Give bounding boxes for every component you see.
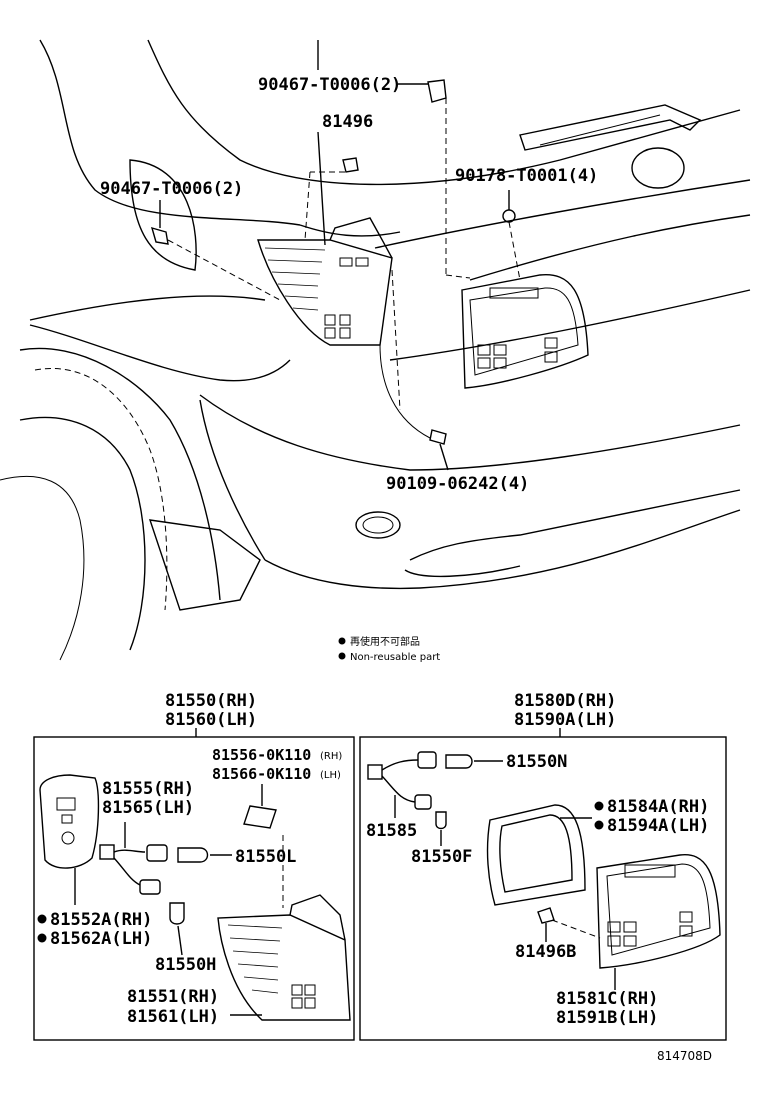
gasket-lh-callout-right: 81594A(LH): [607, 816, 709, 836]
lens-lh-callout: 81561(LH): [127, 1007, 219, 1027]
back-door-lamp-assembly-box: [359, 736, 727, 1041]
lens-rh-callout-right: 81581C(RH): [556, 989, 658, 1009]
legend-japanese: 再使用不可部品: [350, 635, 420, 648]
lens-lh-callout-right: 81591B(LH): [556, 1008, 658, 1028]
right-box-title-lh: 81590A(LH): [514, 710, 616, 730]
gasket-rh-callout: 81552A(RH): [50, 910, 152, 930]
socket-rh-callout: 81555(RH): [102, 779, 194, 799]
non-reusable-bullet-icon: [338, 637, 346, 645]
legend: 再使用不可部品 Non-reusable part: [338, 635, 440, 663]
left-box-title-lh: 81560(LH): [165, 710, 257, 730]
leader-lines: [159, 40, 521, 471]
back-door-lamp-parts: [367, 751, 721, 990]
retainer-callout: 81496: [322, 112, 373, 132]
lens-rh-callout: 81551(RH): [127, 987, 219, 1007]
left-box-title-rh: 81550(RH): [165, 691, 257, 711]
label-rh-callout: 81556-0K110: [212, 746, 311, 764]
socket-callout: 81585: [366, 821, 417, 841]
non-reusable-bullet-icon: [338, 652, 346, 660]
gasket-rh-callout-right: 81584A(RH): [607, 797, 709, 817]
quarter-lamp-assembly-box: [33, 736, 355, 1041]
label-lh-callout: 81566-0K110: [212, 765, 311, 783]
fastener-icons: [150, 79, 516, 445]
bulb-l-callout: 81550L: [235, 847, 296, 867]
vehicle-body-illustration: [0, 39, 751, 661]
gasket-lh-callout: 81562A(LH): [50, 929, 152, 949]
retainer-b-callout: 81496B: [515, 942, 576, 962]
bulb-n-callout: 81550N: [506, 752, 567, 772]
clip-side-callout: 90467-T0006(2): [100, 179, 243, 199]
back-door-lamp-illustration: [461, 274, 589, 389]
label-rh-side: (RH): [320, 751, 342, 762]
legend-english: Non-reusable part: [350, 652, 440, 663]
screw-callout: 90109-06242(4): [386, 474, 529, 494]
clip-top-callout: 90467-T0006(2): [258, 75, 401, 95]
socket-lh-callout: 81565(LH): [102, 798, 194, 818]
nut-callout: 90178-T0001(4): [455, 166, 598, 186]
drawing-id: 814708D: [657, 1049, 712, 1063]
quarter-lamp-parts: [37, 774, 351, 1021]
bulb-h-callout: 81550H: [155, 955, 216, 975]
bulb-f-callout: 81550F: [411, 847, 472, 867]
right-box-title-rh: 81580D(RH): [514, 691, 616, 711]
label-lh-side: (LH): [320, 770, 341, 781]
